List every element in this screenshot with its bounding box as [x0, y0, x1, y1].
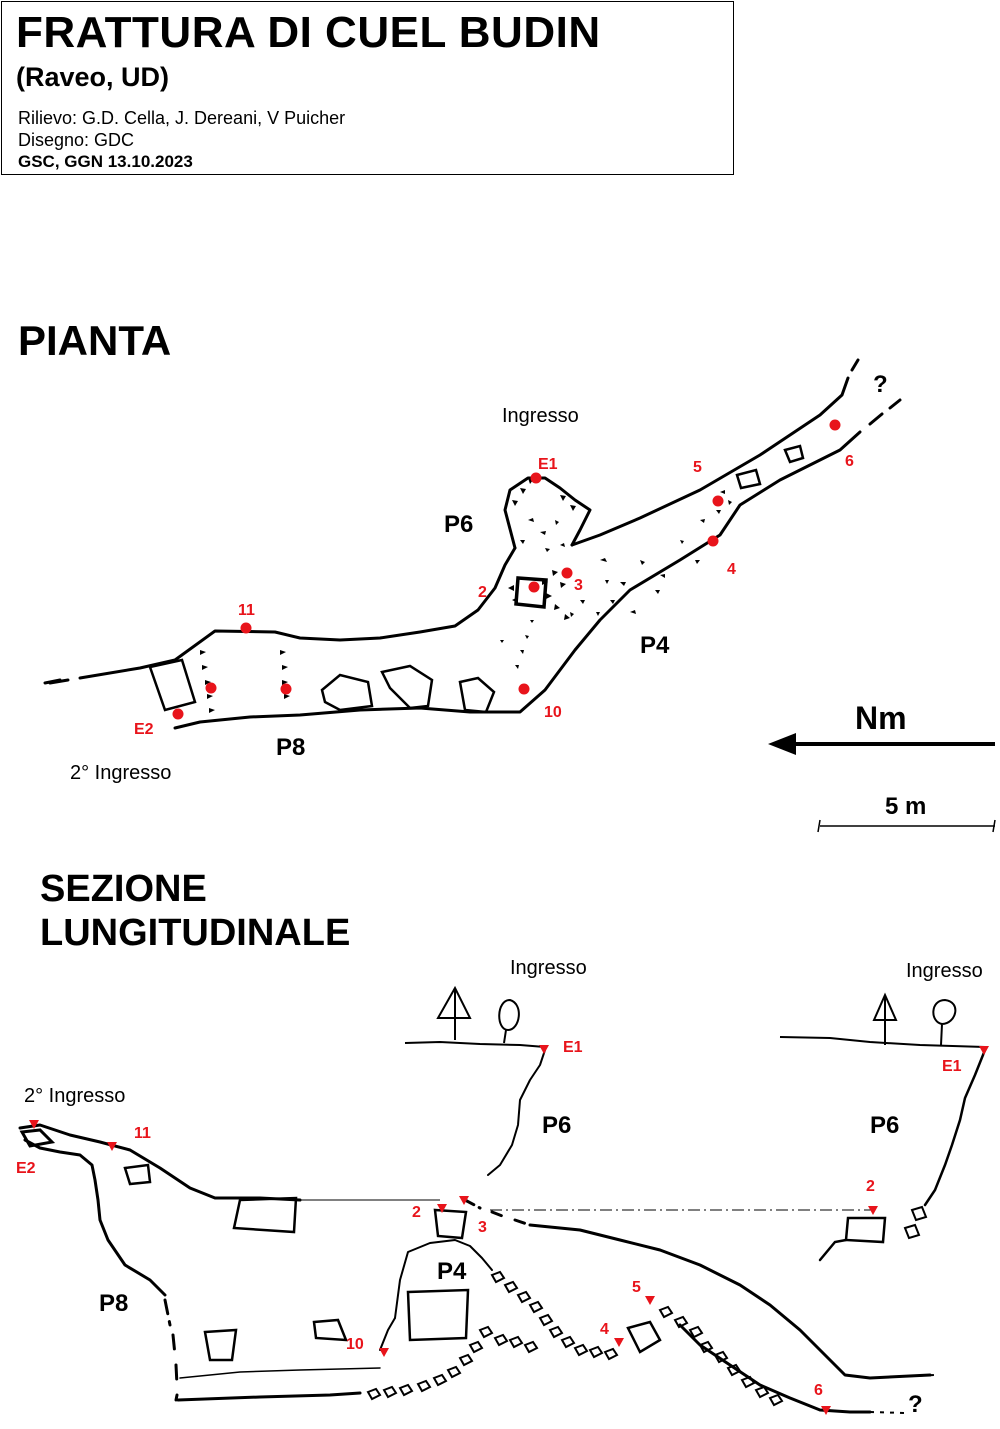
- inset-station-2-marker: [868, 1206, 878, 1215]
- inset-station-2: 2: [866, 1178, 875, 1195]
- section-station-5-marker: [645, 1296, 655, 1305]
- section-station-10: 10: [346, 1336, 364, 1353]
- plan-station-10-dot: [518, 683, 530, 695]
- section-heading-line2: LUNGITUDINALE: [40, 912, 350, 954]
- plan-station-e2-dot: [172, 708, 184, 720]
- plan-station-6: 6: [845, 453, 854, 470]
- title-block: FRATTURA DI CUEL BUDIN (Raveo, UD) Rilie…: [1, 1, 734, 175]
- section-surface: [404, 1036, 986, 1048]
- section-pit-p4: P4: [437, 1258, 467, 1285]
- scale-label: 5 m: [885, 793, 926, 820]
- plan-station-11-dot: [240, 622, 252, 634]
- section-outline: [18, 1049, 932, 1414]
- plan-station-4-dot: [707, 535, 719, 547]
- section-station-e1: E1: [563, 1039, 583, 1056]
- plan-outline: [43, 358, 902, 730]
- section-unexplored: [869, 1374, 936, 1414]
- inset-entrance-label: Ingresso: [906, 960, 983, 982]
- map-title: FRATTURA DI CUEL BUDIN: [16, 8, 601, 57]
- plan-pit-hatching: [200, 478, 576, 713]
- plan-station-11: 11: [238, 602, 255, 619]
- section-station-3: 3: [478, 1219, 487, 1236]
- section-station-2-marker: [437, 1204, 447, 1213]
- plan-second-entrance-label: 2° Ingresso: [70, 762, 171, 784]
- survey-credits: Rilievo: G.D. Cella, J. Dereani, V Puich…: [18, 108, 346, 128]
- plan-station-e1: E1: [538, 456, 558, 473]
- plan-station-5: 5: [693, 459, 702, 476]
- section-station-11-marker: [107, 1142, 117, 1151]
- section-station-e2: E2: [16, 1160, 36, 1177]
- section-station-e2-marker: [29, 1120, 39, 1129]
- plan-station-3-dot: [561, 567, 573, 579]
- section-station-11: 11: [134, 1125, 151, 1142]
- inset-pit-p6: P6: [870, 1112, 899, 1139]
- plan-stations: [172, 419, 841, 720]
- plan-station-5-dot: [712, 495, 724, 507]
- plan-pit-p6: P6: [444, 511, 473, 538]
- plan-station-2-dot: [528, 581, 540, 593]
- section-station-5: 5: [632, 1279, 641, 1296]
- plan-station-3: 3: [574, 577, 583, 594]
- section-heading-line1: SEZIONE: [40, 868, 207, 910]
- section-stations: [29, 1045, 989, 1415]
- north-label: Nm: [855, 700, 907, 736]
- plan-station-e2: E2: [134, 721, 154, 738]
- section-second-entrance-label: 2° Ingresso: [24, 1085, 125, 1107]
- plan-station-6-dot: [829, 419, 841, 431]
- section-blocks: [19, 1128, 662, 1362]
- scale-bar: [817, 819, 996, 833]
- plan-station-p8b-dot: [280, 683, 292, 695]
- inset-outline: [818, 1048, 987, 1262]
- plan-station-p8a-dot: [205, 682, 217, 694]
- section-station-3-marker: [459, 1196, 469, 1205]
- plan-station-2: 2: [478, 584, 487, 601]
- section-station-10-marker: [379, 1348, 389, 1357]
- section-unknown-mark: ?: [908, 1391, 923, 1418]
- inset-station-e1: E1: [942, 1058, 962, 1075]
- plan-blocks: [148, 444, 805, 714]
- section-rubble: [366, 1205, 928, 1407]
- plan-heading: PIANTA: [18, 317, 171, 364]
- drawing-credits: Disegno: GDC: [18, 130, 135, 150]
- plan-pit-p4: P4: [640, 632, 670, 659]
- tree-icon: [436, 985, 957, 1046]
- map-subtitle: (Raveo, UD): [16, 62, 170, 92]
- group-credits: GSC, GGN 13.10.2023: [18, 152, 193, 171]
- plan-entrance-label: Ingresso: [502, 405, 579, 427]
- section-station-4: 4: [600, 1321, 609, 1338]
- section-pit-p8: P8: [99, 1290, 128, 1317]
- section-station-6: 6: [814, 1382, 823, 1399]
- section-station-6-marker: [821, 1406, 831, 1415]
- north-arrow: Nm: [768, 700, 995, 755]
- section-station-2: 2: [412, 1204, 421, 1221]
- section-station-e1-marker: [539, 1045, 549, 1054]
- inset-station-e1-marker: [979, 1046, 989, 1055]
- section-entrance-label: Ingresso: [510, 957, 587, 979]
- plan-unknown-mark: ?: [873, 371, 888, 398]
- section-station-4-marker: [614, 1338, 624, 1347]
- plan-pit-p8: P8: [276, 734, 305, 761]
- plan-station-e1-dot: [530, 472, 542, 484]
- plan-station-4: 4: [727, 561, 736, 578]
- section-pit-p6: P6: [542, 1112, 571, 1139]
- plan-station-10: 10: [544, 704, 562, 721]
- north-arrow-head: [768, 733, 796, 755]
